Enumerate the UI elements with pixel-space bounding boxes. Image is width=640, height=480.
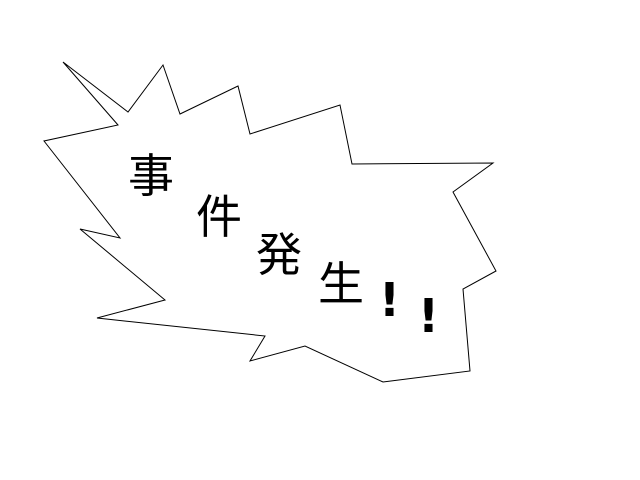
exclamation-mark-2: !: [418, 289, 439, 343]
spiky-speech-burst-shape: [43, 61, 497, 383]
callout-char-3: 発: [256, 228, 302, 282]
exclamation-mark-1: !: [379, 273, 400, 327]
callout-char-1: 事: [128, 149, 174, 203]
callout-char-2: 件: [196, 190, 242, 244]
callout-text: 事 件 発 生 ! !: [128, 149, 439, 343]
callout-char-4: 生: [318, 257, 364, 311]
